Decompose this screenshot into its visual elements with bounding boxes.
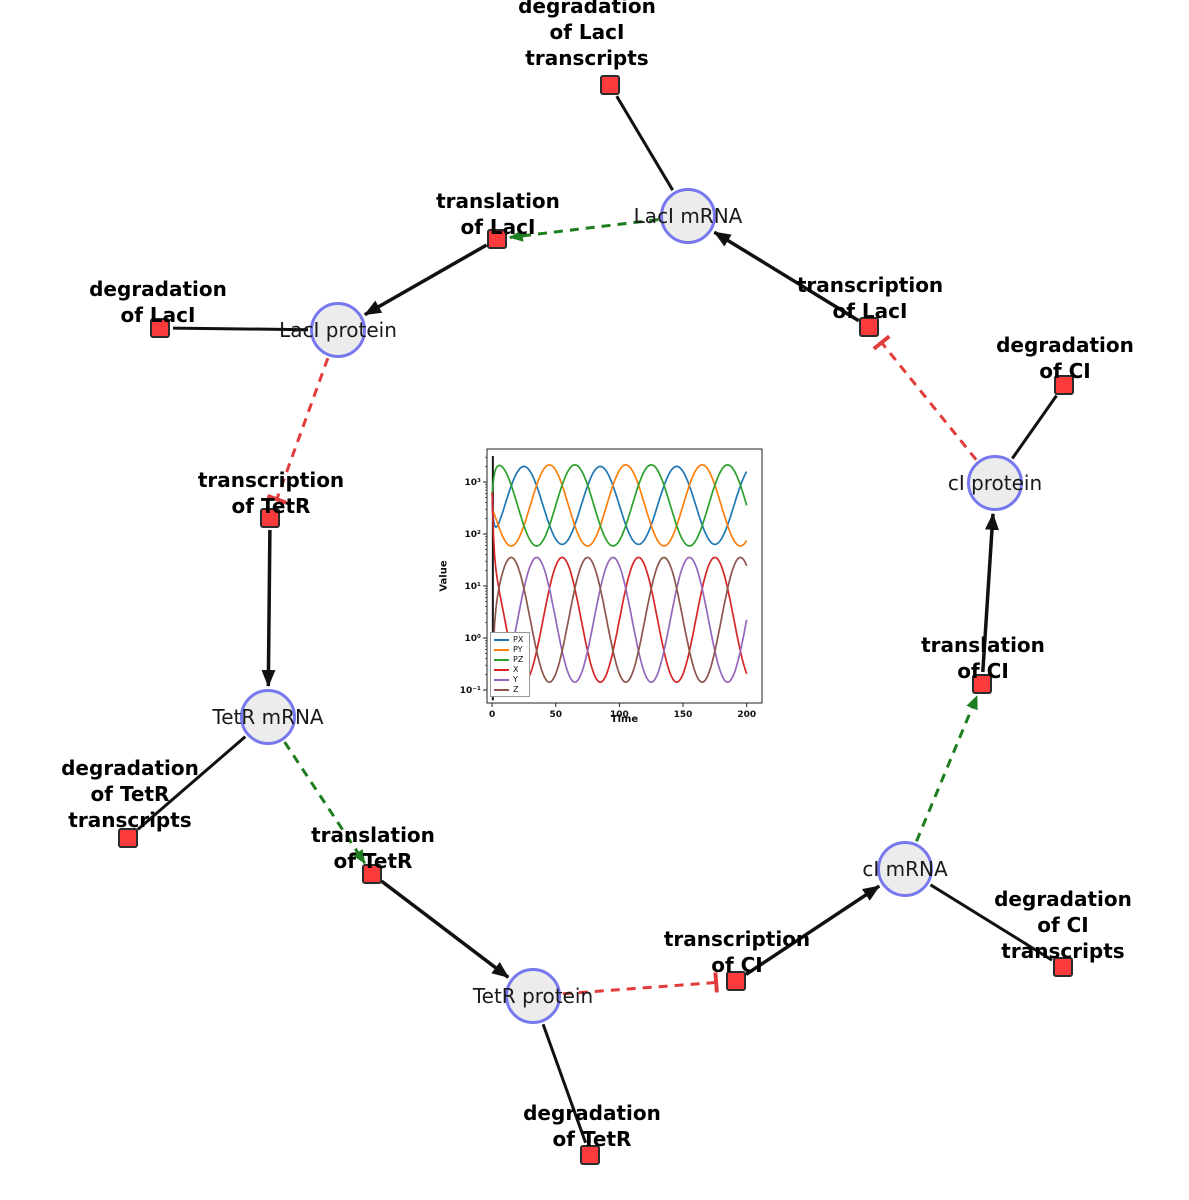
- reaction-node-transl-ci: [972, 674, 992, 694]
- reaction-node-txn-tetr: [260, 508, 280, 528]
- y-tick-label: 10⁻¹: [460, 686, 481, 696]
- edge-modifier-tetr-mrna-to-transl-tetr: [283, 741, 367, 865]
- reaction-label-deg-laci: degradation of LacI: [89, 277, 227, 327]
- species-node-tetr-protein: [505, 968, 561, 1024]
- edge-inhibition-tetr-protein-to-txn-ci: [562, 972, 719, 996]
- edge-consumption-laci-protein-to-deg-laci: [172, 326, 309, 332]
- legend-entry-y: Y: [494, 675, 523, 684]
- legend-swatch-py: [494, 648, 509, 651]
- legend-label-px: PX: [513, 635, 524, 644]
- edge-production-txn-ci-to-ci-mrna: [745, 884, 881, 976]
- series-curve-px: [491, 465, 748, 546]
- reaction-node-deg-tetr: [580, 1145, 600, 1165]
- x-tick-label: 50: [549, 710, 562, 720]
- series-curve-py: [491, 463, 748, 547]
- reaction-node-txn-laci: [859, 317, 879, 337]
- reaction-node-txn-ci: [726, 971, 746, 991]
- edge-production-transl-laci-to-laci-protein: [364, 243, 488, 317]
- legend-label-z: Z: [513, 685, 519, 694]
- reaction-label-txn-ci: transcription of CI: [663, 927, 811, 977]
- species-label-laci-protein: LacI protein: [279, 318, 397, 342]
- species-label-tetr-protein: TetR protein: [472, 984, 594, 1008]
- legend-entry-x: X: [494, 665, 523, 674]
- reaction-node-deg-ci: [1054, 375, 1074, 395]
- reaction-label-transl-laci: translation of LacI: [436, 189, 560, 239]
- reaction-label-transl-tetr: translation of TetR: [311, 823, 435, 873]
- reaction-label-deg-laci-tx: degradation of LacI transcripts: [518, 0, 656, 70]
- species-label-tetr-mrna: TetR mRNA: [212, 705, 324, 729]
- chart-y-axis-title: Value: [438, 560, 450, 592]
- x-tick-label: 150: [674, 710, 693, 720]
- edge-production-transl-ci-to-ci-protein: [981, 512, 999, 673]
- reaction-node-deg-laci: [150, 318, 170, 338]
- chart-plot-area: 10³ 10² 10¹ 10⁰ 10⁻¹ 0 50 100 150 200: [460, 448, 763, 720]
- y-tick-label: 10³: [465, 478, 482, 488]
- x-tick-label: 0: [489, 710, 495, 720]
- edge-inhibition-laci-protein-to-txn-tetr: [266, 357, 330, 505]
- y-tick-label: 10¹: [465, 582, 482, 592]
- series-curve-y: [491, 556, 748, 691]
- species-node-ci-protein: [967, 455, 1023, 511]
- reaction-label-deg-ci-tx: degradation of CI transcripts: [994, 887, 1132, 963]
- species-label-ci-protein: cI protein: [947, 471, 1043, 495]
- reaction-label-deg-tetr: degradation of TetR: [523, 1101, 661, 1151]
- edge-consumption-ci-mrna-to-deg-ci-tx: [929, 883, 1053, 962]
- reaction-label-transl-ci: translation of CI: [921, 633, 1045, 683]
- species-label-laci-mrna: LacI mRNA: [633, 204, 743, 228]
- x-tick-label: 200: [737, 710, 756, 720]
- legend-label-x: X: [513, 665, 519, 674]
- legend-swatch-y: [494, 678, 509, 681]
- reaction-node-transl-laci: [487, 229, 507, 249]
- edge-production-txn-laci-to-laci-mrna: [713, 230, 860, 323]
- edge-production-txn-tetr-to-tetr-mrna: [261, 529, 276, 687]
- edge-production-transl-tetr-to-tetr-protein: [380, 879, 510, 979]
- legend-label-y: Y: [513, 675, 518, 684]
- legend-swatch-px: [494, 638, 509, 641]
- y-tick-label: 10²: [465, 530, 482, 540]
- series-curve-pz: [491, 463, 748, 547]
- species-label-ci-mrna: cI mRNA: [862, 857, 948, 881]
- edge-inhibition-ci-protein-to-txn-laci: [872, 334, 978, 461]
- legend-swatch-z: [494, 688, 509, 691]
- series-curve-z: [491, 556, 748, 691]
- legend-entry-pz: PZ: [494, 655, 523, 664]
- legend-label-pz: PZ: [513, 655, 524, 664]
- edge-consumption-laci-mrna-to-deg-laci-tx: [615, 95, 674, 191]
- species-node-tetr-mrna: [240, 689, 296, 745]
- series-curve-x: [491, 492, 748, 684]
- chart-x-axis-title: Time: [610, 714, 639, 725]
- legend-entry-py: PY: [494, 645, 523, 654]
- legend-entry-z: Z: [494, 685, 523, 694]
- legend-swatch-pz: [494, 658, 509, 661]
- edge-consumption-tetr-protein-to-deg-tetr: [541, 1023, 588, 1144]
- reaction-label-txn-laci: transcription of LacI: [796, 273, 944, 323]
- legend-label-py: PY: [513, 645, 523, 654]
- edge-consumption-ci-protein-to-deg-ci: [1011, 394, 1058, 460]
- legend-swatch-x: [494, 668, 509, 671]
- edge-consumption-tetr-mrna-to-deg-tetr-tx: [136, 735, 247, 831]
- reaction-label-deg-tetr-tx: degradation of TetR transcripts: [61, 756, 199, 832]
- reaction-node-deg-laci-tx: [600, 75, 620, 95]
- species-node-ci-mrna: [877, 841, 933, 897]
- reaction-node-transl-tetr: [362, 864, 382, 884]
- x-tick-label: 100: [610, 710, 629, 720]
- reaction-node-deg-ci-tx: [1053, 957, 1073, 977]
- species-node-laci-protein: [310, 302, 366, 358]
- legend-entry-px: PX: [494, 635, 523, 644]
- edge-modifier-ci-mrna-to-transl-ci: [915, 695, 979, 842]
- reaction-label-deg-ci: degradation of CI: [996, 333, 1134, 383]
- reaction-node-deg-tetr-tx: [118, 828, 138, 848]
- species-node-laci-mrna: [660, 188, 716, 244]
- edge-modifier-laci-mrna-to-transl-laci: [508, 218, 659, 242]
- y-tick-label: 10⁰: [465, 634, 482, 644]
- reaction-label-txn-tetr: transcription of TetR: [197, 468, 345, 518]
